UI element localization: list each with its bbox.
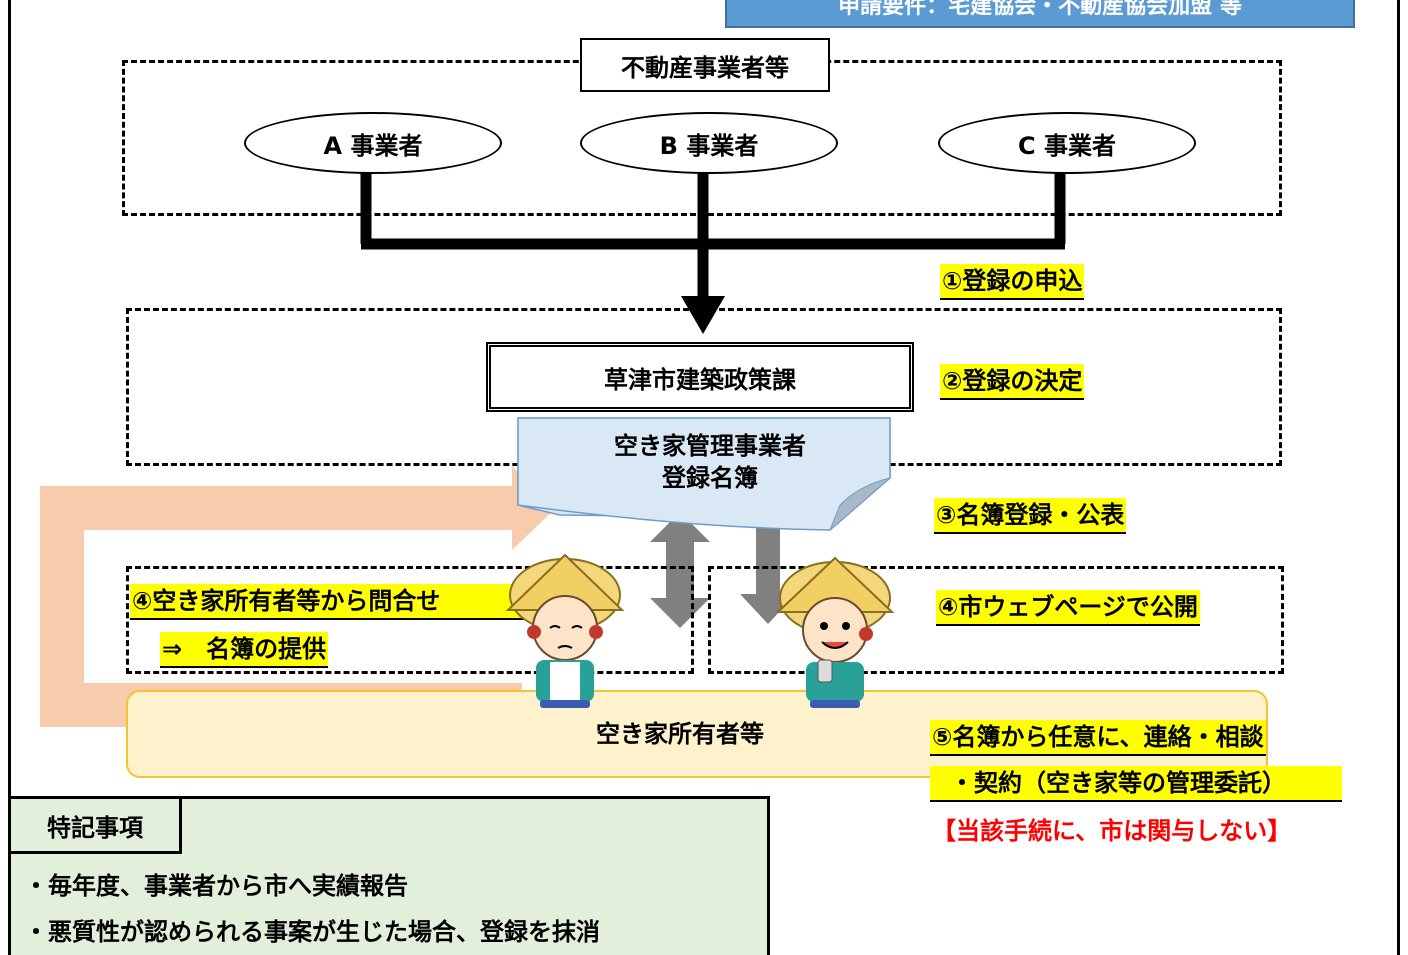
step5-line2: ・契約（空き家等の管理委託） xyxy=(930,766,1342,802)
requirements-callout: 申請要件：宅建協会・不動産協会加盟 等 xyxy=(725,0,1355,28)
outer-frame xyxy=(8,0,1400,955)
note-item-1: ・毎年度、事業者から市へ実績報告 xyxy=(24,872,408,900)
application-arrowhead xyxy=(681,296,725,334)
owners-label: 空き家所有者等 xyxy=(596,720,764,748)
step1-label: ①登録の申込 xyxy=(940,264,1085,300)
business-c-label: C 事業者 xyxy=(1018,131,1116,160)
registry-line1: 空き家管理事業者 xyxy=(614,432,806,460)
step4b-label: ④市ウェブページで公開 xyxy=(936,590,1200,626)
businesses-group-label: 不動産事業者等 xyxy=(580,38,830,92)
business-a-node: A 事業者 xyxy=(244,112,502,174)
step2-label: ②登録の決定 xyxy=(940,364,1085,400)
mascot-happy-icon xyxy=(775,556,895,708)
business-b-label: B 事業者 xyxy=(659,131,759,160)
business-a-label: A 事業者 xyxy=(323,131,423,160)
step4a-line2: ⇒ 名簿の提供 xyxy=(160,632,329,668)
step5-note: 【当該手続に、市は関与しない】 xyxy=(932,817,1292,845)
inquiry-double-arrow xyxy=(650,512,710,628)
notes-title-box: 特記事項 xyxy=(8,796,182,854)
step3-label: ③名簿登録・公表 xyxy=(934,498,1127,534)
business-c-node: C 事業者 xyxy=(938,112,1196,174)
publish-group-box xyxy=(708,566,1284,674)
requirements-callout-text: 申請要件：宅建協会・不動産協会加盟 等 xyxy=(838,0,1242,19)
city-office-label: 草津市建築政策課 xyxy=(604,365,796,394)
step5-line1: ⑤名簿から任意に、連絡・相談 xyxy=(930,720,1266,756)
city-office-box: 草津市建築政策課 xyxy=(486,342,914,412)
mascot-worried-icon xyxy=(505,553,625,708)
businesses-group-label-text: 不動産事業者等 xyxy=(621,53,789,82)
notes-title: 特記事項 xyxy=(47,813,143,842)
inquiry-group-box xyxy=(126,566,694,674)
note-item-2: ・悪質性が認められる事案が生じた場合、登録を抹消 xyxy=(24,918,600,946)
business-b-node: B 事業者 xyxy=(580,112,838,174)
registry-line2: 登録名簿 xyxy=(662,464,758,492)
application-connector xyxy=(360,172,1066,300)
step4a-line1: ④空き家所有者等から問合せ xyxy=(130,584,544,620)
registry-text-block: 空き家管理事業者 登録名簿 xyxy=(560,430,860,500)
